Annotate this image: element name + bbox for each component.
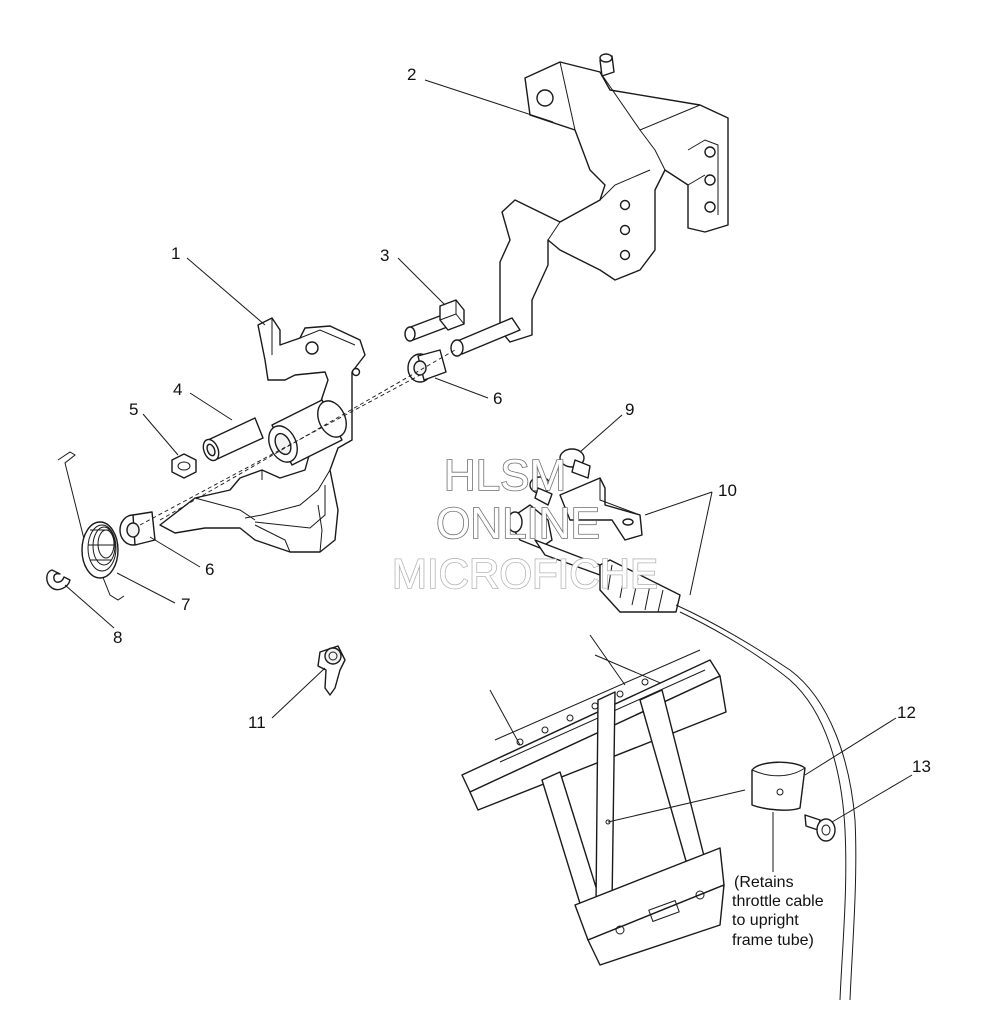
mounting-bracket-part — [450, 53, 729, 357]
note-line-2: throttle cable — [732, 893, 824, 910]
callout-3: 3 — [380, 246, 389, 265]
callout-12: 12 — [897, 703, 916, 722]
callout-labels: 1 2 3 4 5 6 6 7 8 9 10 11 12 13 — [113, 65, 931, 776]
leader-12 — [804, 717, 897, 776]
leader-9 — [579, 414, 623, 453]
throttle-cable-part — [507, 477, 857, 1001]
leader-4 — [189, 392, 233, 421]
note-line-3: to upright — [732, 912, 799, 929]
spacer-tube-part — [202, 417, 264, 462]
watermark: HLSM ONLINE MICROFICHE — [391, 450, 659, 598]
callout-6a: 6 — [493, 389, 502, 408]
callout-11: 11 — [248, 713, 266, 732]
leader-3 — [397, 257, 446, 306]
leader-6b — [149, 536, 201, 568]
watermark-line-2: ONLINE — [436, 499, 600, 548]
callout-10: 10 — [718, 481, 737, 500]
upright-frame-part — [461, 634, 727, 966]
lock-nut-part — [171, 453, 197, 479]
watermark-line-3: MICROFICHE — [392, 550, 658, 597]
retaining-clip-part — [46, 569, 71, 591]
note-line-1: (Retains — [734, 874, 794, 891]
note-line-4: frame tube) — [732, 932, 814, 949]
leader-10a — [644, 491, 713, 516]
throttle-lever-part — [159, 317, 366, 553]
cable-clamp-note: (Retains throttle cable to upright frame… — [732, 874, 824, 949]
leader-2 — [424, 79, 554, 123]
callout-7: 7 — [181, 595, 190, 614]
screw-part — [804, 814, 836, 842]
callout-8: 8 — [113, 628, 122, 647]
cable-clamp-part — [751, 761, 806, 811]
callout-1: 1 — [171, 244, 180, 263]
callout-6b: 6 — [205, 560, 214, 579]
leader-7 — [116, 572, 176, 604]
callout-4: 4 — [173, 380, 182, 399]
callout-2: 2 — [407, 65, 416, 84]
leader-note-a — [607, 789, 746, 823]
leader-5 — [142, 413, 179, 456]
key-pin-part — [317, 645, 346, 696]
leader-1 — [186, 257, 266, 326]
torsion-spring-part — [57, 451, 125, 601]
callout-9: 9 — [625, 400, 634, 419]
leader-13 — [831, 774, 913, 823]
leader-11 — [271, 667, 326, 719]
leader-lines — [64, 79, 913, 872]
watermark-line-1: HLSM — [444, 451, 566, 500]
flange-bushing-lower-part — [119, 511, 156, 546]
leader-10b — [689, 491, 713, 596]
leader-6a — [434, 377, 489, 399]
callout-13: 13 — [912, 757, 931, 776]
leader-8 — [64, 584, 115, 629]
callout-5: 5 — [129, 400, 138, 419]
bolt-part — [404, 299, 465, 342]
carriage-bolt-part — [529, 448, 591, 506]
